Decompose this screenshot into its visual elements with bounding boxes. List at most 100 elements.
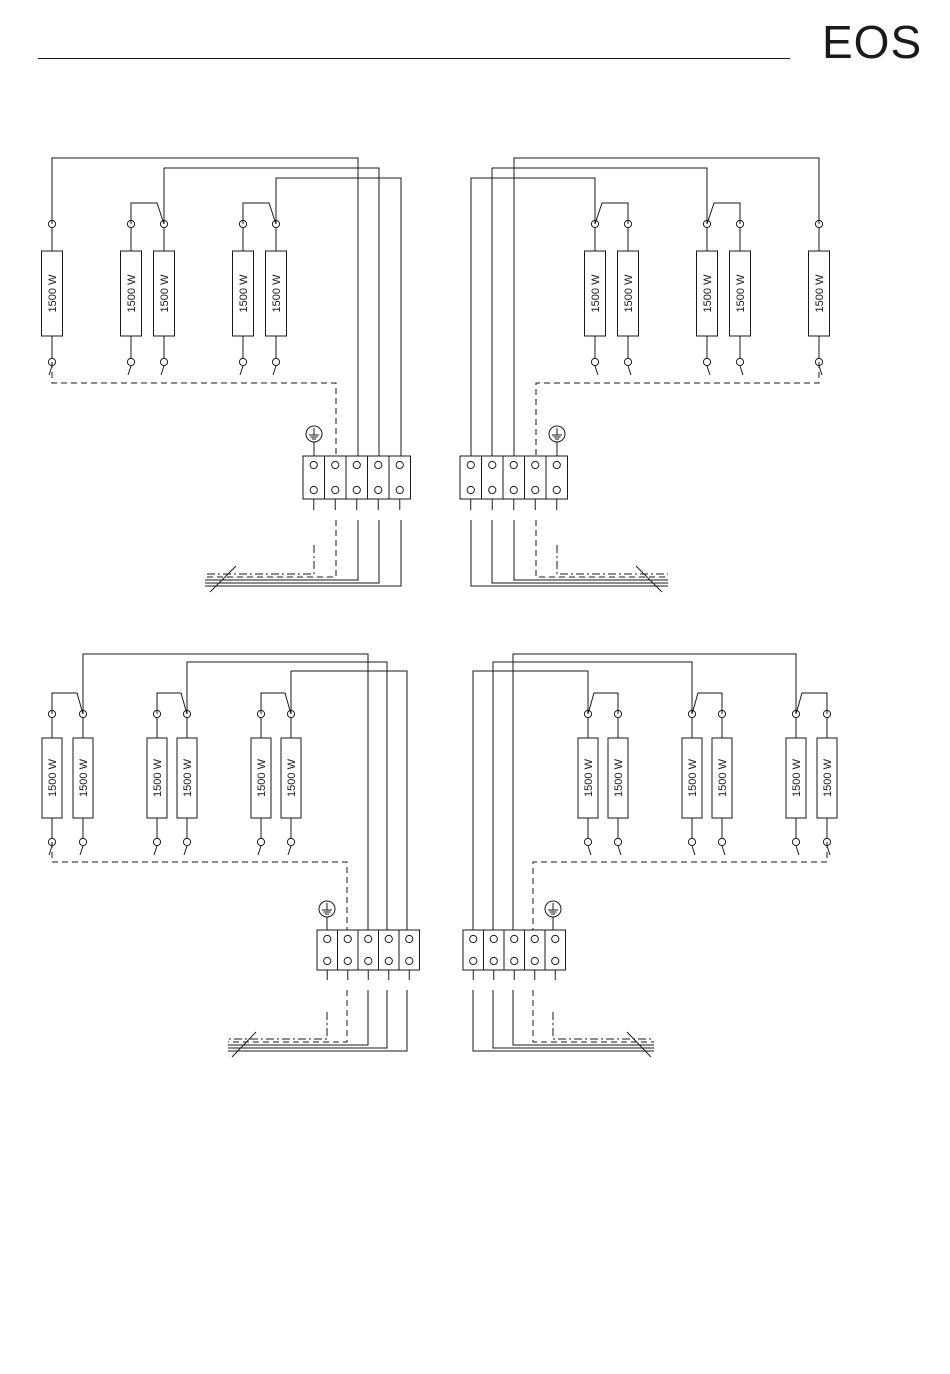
terminal-node <box>160 358 167 365</box>
terminal-node <box>287 838 294 845</box>
bridge-link <box>707 203 740 224</box>
neutral-tick <box>154 846 157 855</box>
terminal-screw <box>310 486 317 493</box>
terminal-screw <box>396 486 403 493</box>
phase-cable-core <box>205 520 358 580</box>
earth-ground-icon <box>319 901 335 917</box>
terminal-screw <box>353 461 360 468</box>
terminal-screw <box>467 486 474 493</box>
terminal-screw <box>531 935 538 942</box>
cable-cut-mark <box>210 566 236 592</box>
terminal-node <box>153 838 160 845</box>
earth-ground-icon <box>549 426 565 442</box>
terminal-screw <box>365 935 372 942</box>
phase-cable-core <box>228 990 368 1045</box>
neutral-tick <box>707 366 710 375</box>
neutral-tick <box>161 366 164 375</box>
terminal-screw <box>310 461 317 468</box>
heater-power-label: 1500 W <box>78 758 90 797</box>
neutral-tick <box>258 846 261 855</box>
neutral-tick <box>288 846 291 855</box>
terminal-node <box>127 358 134 365</box>
terminal-screw <box>489 486 496 493</box>
terminal-screw <box>532 461 539 468</box>
earth-ground-icon <box>545 901 561 917</box>
terminal-screw <box>324 957 331 964</box>
heater-power-label: 1500 W <box>735 274 747 313</box>
earth-cable-core <box>557 545 668 574</box>
terminal-screw <box>467 461 474 468</box>
terminal-node <box>79 838 86 845</box>
neutral-cable-core <box>205 520 336 577</box>
neutral-tick <box>796 846 799 855</box>
heater-power-label: 1500 W <box>590 274 602 313</box>
terminal-screw <box>470 957 477 964</box>
bridge-link <box>588 693 618 714</box>
neutral-wire <box>52 842 347 930</box>
heater-power-label: 1500 W <box>238 274 250 313</box>
bridge-link <box>157 693 187 714</box>
heater-power-label: 1500 W <box>623 274 635 313</box>
heater-power-label: 1500 W <box>814 274 826 313</box>
phase-wire-L3 <box>291 671 407 930</box>
neutral-tick <box>595 366 598 375</box>
terminal-screw <box>365 957 372 964</box>
bridge-link <box>692 693 722 714</box>
neutral-wire <box>536 362 819 456</box>
terminal-screw <box>552 957 559 964</box>
diagram-top-left: 1500 W1500 W1500 W1500 W1500 W <box>42 158 411 592</box>
terminal-screw <box>324 935 331 942</box>
terminal-screw <box>375 461 382 468</box>
heater-power-label: 1500 W <box>702 274 714 313</box>
neutral-tick <box>618 846 621 855</box>
terminal-screw <box>332 461 339 468</box>
terminal-screw <box>531 957 538 964</box>
terminal-screw <box>406 935 413 942</box>
neutral-cable-core <box>228 990 347 1042</box>
bridge-link <box>52 693 83 714</box>
terminal-screw <box>385 957 392 964</box>
terminal-screw <box>510 461 517 468</box>
terminal-block <box>303 456 411 499</box>
terminal-screw <box>511 957 518 964</box>
terminal-screw <box>510 486 517 493</box>
bridge-link <box>595 203 628 224</box>
phase-cable-core <box>513 990 654 1045</box>
terminal-node <box>703 358 710 365</box>
terminal-screw <box>375 486 382 493</box>
heater-power-label: 1500 W <box>687 758 699 797</box>
neutral-wire <box>533 842 827 930</box>
earth-ground-icon <box>306 426 322 442</box>
phase-wire-L3 <box>473 671 588 930</box>
terminal-node <box>718 838 725 845</box>
heater-power-label: 1500 W <box>47 758 59 797</box>
bridge-link <box>131 203 164 224</box>
terminal-screw <box>406 957 413 964</box>
terminal-screw <box>396 461 403 468</box>
earth-cable-core <box>228 1012 327 1039</box>
phase-wire-L1 <box>83 654 368 930</box>
terminal-block <box>463 930 566 970</box>
bridge-link <box>243 203 276 224</box>
heater-power-label: 1500 W <box>583 758 595 797</box>
neutral-tick <box>273 366 276 375</box>
terminal-screw <box>532 486 539 493</box>
heater-power-label: 1500 W <box>152 758 164 797</box>
bridge-link <box>796 693 827 714</box>
phase-cable-core <box>205 520 401 586</box>
neutral-cable-core <box>536 520 668 577</box>
phase-wire-L1 <box>52 158 358 456</box>
neutral-tick <box>722 846 725 855</box>
terminal-node <box>624 358 631 365</box>
terminal-screw <box>552 935 559 942</box>
phase-wire-L1 <box>513 654 796 930</box>
heater-power-label: 1500 W <box>271 274 283 313</box>
diagram-top-right: 1500 W 1500 W 1500 W 1500 W 1500 W <box>460 158 830 592</box>
terminal-block <box>460 456 568 499</box>
terminal-screw <box>332 486 339 493</box>
neutral-tick <box>128 366 131 375</box>
terminal-screw <box>511 935 518 942</box>
terminal-screw <box>490 935 497 942</box>
terminal-node <box>584 838 591 845</box>
